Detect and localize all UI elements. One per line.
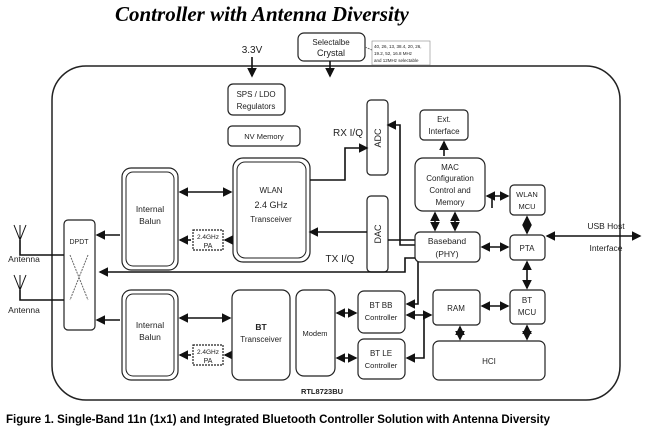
crystal-note: 40, 26, 13, 38.4, 20, 26, 19.2, 52, 16.8 … [371,40,431,66]
svg-text:2.4 GHz: 2.4 GHz [254,200,288,210]
svg-text:(PHY): (PHY) [435,249,458,259]
rx-iq-label: RX I/Q [333,128,363,139]
svg-text:Controller: Controller [365,313,398,322]
svg-text:DPDT: DPDT [69,239,89,246]
voltage-label: 3.3V [242,45,263,56]
diagram-title: Controller with Antenna Diversity [115,2,409,26]
svg-text:MAC: MAC [441,163,459,172]
bt-bb-controller: BT BB Controller [357,290,406,334]
antenna-icon [13,274,27,292]
svg-text:Balun: Balun [139,216,161,226]
antenna-icon [13,224,27,242]
svg-text:Baseband: Baseband [428,236,467,246]
chip-label: RTL8723BU [301,387,343,396]
ext-interface-box: Ext. Interface [419,109,469,141]
svg-text:and 12MHz selectable: and 12MHz selectable [374,58,419,63]
dac-box: DAC [366,195,389,273]
svg-text:RAM: RAM [447,304,465,313]
tx-iq-label: TX I/Q [326,254,355,265]
regulators-box: SPS / LDO Regulators [227,83,286,116]
wlan-mcu-box: WLAN MCU [509,184,546,216]
svg-text:WLAN: WLAN [259,186,282,195]
svg-text:PA: PA [204,243,213,250]
pta-box: PTA [509,234,546,261]
svg-text:Selectalbe: Selectalbe [312,38,350,47]
svg-text:Configuration: Configuration [426,174,474,183]
modem-box: Modem [295,289,336,377]
svg-text:Regulators: Regulators [237,102,276,111]
note-leader [364,46,373,51]
usb-interface-label: Interface [589,243,622,253]
svg-text:Ext.: Ext. [437,115,451,124]
svg-text:ADC: ADC [373,128,383,148]
svg-text:Memory: Memory [436,198,465,207]
svg-text:40, 26, 13, 38.4, 20, 26,: 40, 26, 13, 38.4, 20, 26, [374,44,422,49]
svg-text:HCI: HCI [482,357,496,366]
dpdt-switch: DPDT [63,219,96,331]
svg-text:WLAN: WLAN [516,190,538,199]
bt-transceiver-box: BT Transceiver [231,289,291,381]
svg-text:Modem: Modem [302,329,327,338]
svg-text:Interface: Interface [428,127,460,136]
hci-box: HCI [432,340,546,381]
svg-text:SPS / LDO: SPS / LDO [236,90,275,99]
svg-text:MCU: MCU [518,202,535,211]
svg-text:BT BB: BT BB [370,301,393,310]
svg-text:Internal: Internal [136,204,164,214]
svg-text:BT LE: BT LE [370,349,392,358]
svg-text:19.2, 52, 16.8 MHz: 19.2, 52, 16.8 MHz [374,51,413,56]
ram-box: RAM [432,289,481,326]
usb-host-label: USB Host [587,221,625,231]
svg-text:MCU: MCU [518,308,536,317]
svg-text:Controller: Controller [365,361,398,370]
svg-text:NV Memory: NV Memory [244,132,284,141]
svg-text:PTA: PTA [520,244,536,253]
svg-text:Internal: Internal [136,320,164,330]
svg-text:DAC: DAC [373,224,383,244]
nv-memory-box: NV Memory [227,125,301,147]
figure-caption: Figure 1. Single-Band 11n (1x1) and Inte… [6,414,550,426]
svg-text:BT: BT [255,322,267,332]
antenna-label-2: Antenna [8,305,40,315]
svg-text:Transceiver: Transceiver [240,335,282,344]
svg-text:Transceiver: Transceiver [250,215,292,224]
adc-box: ADC [366,99,389,176]
svg-text:Balun: Balun [139,332,161,342]
svg-text:2.4GHz: 2.4GHz [197,349,219,356]
svg-text:Crystal: Crystal [317,48,345,58]
baseband-box: Baseband (PHY) [414,231,481,263]
svg-text:2.4GHz: 2.4GHz [197,234,219,241]
bt-mcu-box: BT MCU [509,289,546,325]
bt-le-controller: BT LE Controller [357,338,406,380]
svg-text:BT: BT [522,296,532,305]
antenna-label-1: Antenna [8,254,40,264]
svg-text:PA: PA [204,358,213,365]
svg-text:Control and: Control and [429,186,470,195]
